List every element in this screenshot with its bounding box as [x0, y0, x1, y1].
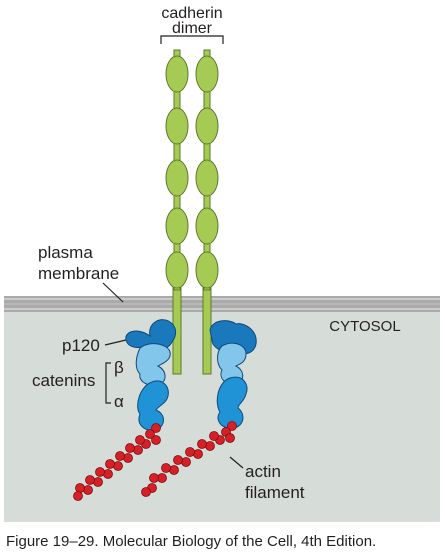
- actin-label-line2: filament: [245, 483, 305, 502]
- beta-label: β: [114, 358, 124, 377]
- alpha-label: α: [114, 392, 124, 411]
- alpha-catenin-right: [216, 376, 248, 429]
- catenin-complex-right: [209, 320, 257, 429]
- actin-filament-leader: [229, 456, 244, 469]
- alpha-catenin-left: [137, 380, 169, 431]
- plasma-membrane-leader: [102, 282, 124, 303]
- plasma-label-line2: membrane: [38, 264, 119, 283]
- cadherin-label-line2: dimer: [172, 20, 213, 37]
- p120-label: p120: [62, 336, 100, 355]
- cadherin-left: [165, 49, 189, 375]
- actin-label-line1: actin: [245, 462, 281, 481]
- catenins-label: catenins: [32, 371, 95, 390]
- figure-caption: Figure 19–29. Molecular Biology of the C…: [6, 533, 377, 550]
- actin-filament-left: [73, 423, 161, 501]
- p120-leader: [104, 339, 127, 346]
- cadherin-label-line1: cadherin: [161, 5, 222, 22]
- catenin-complex-left: [125, 319, 177, 431]
- cadherin-bracket: [160, 35, 224, 44]
- actin-filament-right: [141, 421, 237, 497]
- cadherin-right: [195, 49, 219, 375]
- plasma-label-line1: plasma: [38, 243, 93, 262]
- beta-catenin-right: [217, 342, 247, 385]
- catenins-bracket: [105, 362, 111, 404]
- cytosol-label: CYTOSOL: [329, 318, 400, 335]
- beta-catenin-left: [135, 343, 171, 386]
